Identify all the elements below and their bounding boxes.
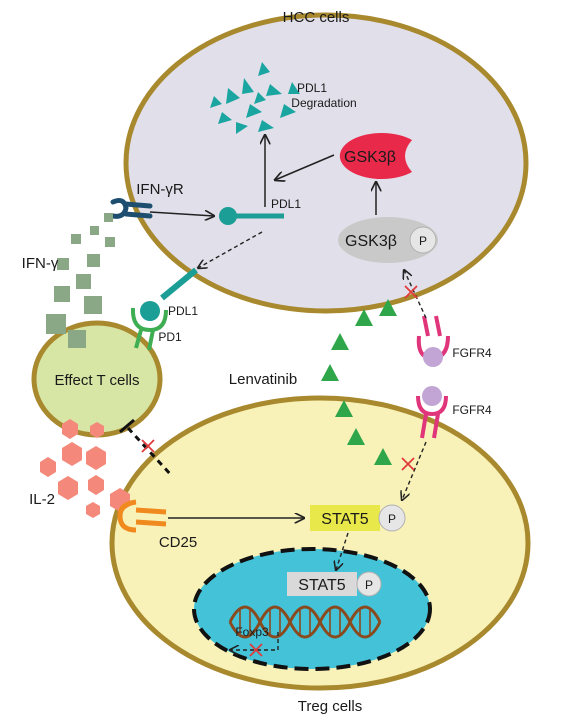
il2-label: IL-2 — [29, 491, 55, 508]
pdl1-membrane — [140, 267, 198, 321]
fgfr4-treg — [416, 386, 448, 439]
inhibit-x-fgfr4-treg — [401, 457, 415, 471]
foxp3-transcription-arrow — [230, 632, 279, 650]
pdl1-fragments — [210, 62, 300, 134]
fgfr4-hcc-label: FGFR4 — [452, 346, 492, 360]
fgfr4-hcc — [416, 315, 450, 367]
arrow-gsk3b-to-degradation — [275, 154, 335, 180]
ifn-gamma-label: IFN-γ — [22, 255, 59, 272]
hcc-cell — [123, 12, 529, 314]
inhibit-x-fgfr4-hcc — [404, 285, 418, 299]
gsk3b-active-shape — [339, 133, 412, 180]
cd25-receptor — [117, 499, 167, 533]
inhibit-x-foxp3 — [249, 643, 263, 657]
gsk3b-inactive-shape — [338, 217, 438, 263]
cd25-label: CD25 — [159, 534, 197, 551]
pdl1-hcc — [219, 207, 284, 225]
fgfr4-treg-label: FGFR4 — [452, 403, 492, 417]
stat5-cyto-box — [310, 505, 380, 531]
arrow-ifngr-to-pdl1 — [149, 212, 214, 216]
ifn-gamma-receptor — [110, 198, 153, 219]
dna-helix — [228, 605, 382, 639]
stat5-nuc-phospho-label: P — [365, 578, 373, 592]
foxp3-label: Foxp3 — [235, 625, 269, 639]
ifn-gamma-r-label: IFN-γR — [136, 181, 184, 198]
arrow-fgfr4-to-stat5 — [402, 441, 427, 500]
stat5-nuc-phospho — [356, 571, 382, 597]
gsk3b-inactive-label: GSK3β — [345, 233, 397, 250]
inhibit-bar — [119, 418, 135, 434]
gsk3b-phospho-label: P — [419, 234, 427, 248]
stat5-nuc-label: STAT5 — [298, 577, 346, 594]
gsk3b-active-label: GSK3β — [344, 149, 396, 166]
treg-cells-label: Treg cells — [298, 698, 362, 715]
pd1-receptor — [130, 307, 168, 351]
hcc-cells-label: HCC cells — [283, 9, 350, 26]
pdl1-degradation-label-2: Degradation — [291, 96, 356, 110]
il2-hexagons — [40, 419, 130, 518]
effect-t-cells-label: Effect T cells — [54, 372, 139, 389]
arrow-pdl1-to-membrane — [198, 231, 263, 268]
stat5-cyto-phospho-label: P — [388, 512, 396, 526]
arrow-fgfr4-to-gsk3b — [404, 270, 427, 319]
pdl1-degradation-label-1: PDL1 — [297, 81, 327, 95]
stat5-nuc-box — [287, 572, 357, 596]
stat5-cyto-phospho — [378, 504, 406, 532]
lenvatinib-triangles — [321, 299, 397, 465]
ifn-gamma-squares — [46, 213, 115, 348]
pdl1-t-label: PDL1 — [168, 304, 198, 318]
pd1-label: PD1 — [158, 330, 182, 344]
pdl1-hcc-label: PDL1 — [271, 197, 301, 211]
lenvatinib-label: Lenvatinib — [229, 371, 297, 388]
gsk3b-phospho — [409, 226, 437, 254]
inhibit-x-t-treg — [141, 439, 155, 453]
stat5-cyto-label: STAT5 — [321, 511, 369, 528]
